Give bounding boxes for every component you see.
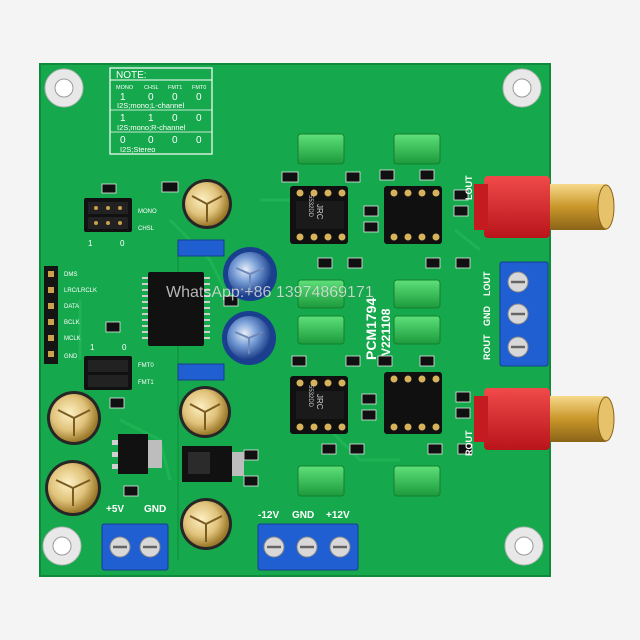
note-r1-v2: 0	[172, 92, 178, 103]
note-r2-v3: 0	[196, 113, 202, 124]
film-cap-green-7	[297, 465, 345, 497]
jumper-mono-chsl[interactable]	[84, 198, 132, 232]
mounting-hole-tr	[502, 68, 542, 108]
note-header-mono: MONO	[116, 85, 134, 91]
note-header-fmt0: FMT0	[192, 85, 206, 91]
note-table: NOTE: MONO CHSL FMT1 FMT0 1 0 0 0 I2S;mo…	[109, 67, 213, 155]
label-terminal-lout: LOUT	[482, 271, 492, 296]
label-power-pos12v: +12V	[326, 510, 350, 521]
label-fmt-one: 1	[90, 343, 95, 352]
note-r1-v3: 0	[196, 92, 202, 103]
film-cap-blue-2	[177, 363, 225, 381]
label-fmt1: FMT1	[138, 380, 154, 386]
film-cap-green-5	[297, 315, 345, 345]
note-r3-v2: 0	[172, 135, 178, 146]
pin-label-data: DATA	[64, 304, 79, 310]
film-cap-green-3	[297, 279, 345, 309]
note-r1-mode: I2S;mono;L-channel	[117, 101, 184, 110]
power-terminal-5v[interactable]	[101, 523, 169, 571]
capacitor-blue-1	[223, 247, 277, 301]
watermark-text: WhatsApp:+86 13974869171	[166, 284, 374, 301]
note-title: NOTE:	[116, 70, 147, 81]
label-power-neg12v: -12V	[258, 510, 279, 521]
note-r3-v0: 0	[120, 135, 126, 146]
film-cap-blue-1	[177, 239, 225, 257]
capacitor-gold-3	[47, 391, 101, 445]
note-r2-mode: I2S;mono;R-channel	[117, 123, 186, 132]
note-r2-v1: 1	[148, 113, 154, 124]
label-lout-top: LOUT	[464, 175, 474, 200]
note-r3-mode: I2S;Stereo	[120, 145, 155, 154]
film-cap-green-4	[393, 279, 441, 309]
mounting-hole-bl	[42, 526, 82, 566]
chip-model-label: PCM1794	[363, 298, 379, 360]
label-rout-bottom: ROUT	[464, 430, 474, 456]
opamp-part-1: 5532DD	[307, 195, 313, 218]
pin-label-gnd: GND	[64, 354, 78, 360]
label-mono: MONO	[138, 209, 157, 215]
capacitor-blue-2	[222, 311, 276, 365]
opamp-socket-bottom-right	[384, 372, 442, 434]
film-cap-green-6	[393, 315, 441, 345]
film-cap-green-1	[297, 133, 345, 165]
output-screw-terminal[interactable]	[499, 261, 549, 367]
dac-chip-pcm1794	[142, 272, 210, 346]
pcb-board	[40, 64, 550, 576]
label-terminal-rout: ROUT	[482, 334, 492, 360]
opamp-socket-top-left	[290, 186, 348, 244]
voltage-regulator-large	[182, 446, 244, 482]
capacitor-gold-1	[182, 179, 232, 229]
pin-label-mclk: MCLK	[64, 336, 81, 342]
capacitor-gold-4	[45, 460, 101, 516]
voltage-regulator-small	[112, 434, 162, 474]
pin-label-dms: DMS	[64, 272, 77, 278]
mounting-hole-br	[504, 526, 544, 566]
opamp-part-2: 5532DD	[307, 385, 313, 408]
label-power-gnd-right: GND	[292, 510, 314, 521]
note-header-fmt1: FMT1	[168, 85, 182, 91]
label-power-5v: +5V	[106, 504, 124, 515]
label-chsl: CHSL	[138, 226, 155, 232]
label-power-gnd-left: GND	[144, 504, 166, 515]
label-jumper-zero: 0	[120, 239, 125, 248]
signal-pin-header[interactable]	[44, 266, 58, 364]
opamp-brand-2: JRC	[315, 394, 324, 410]
note-r1-v1: 0	[148, 92, 154, 103]
label-jumper-one: 1	[88, 239, 93, 248]
label-terminal-gnd: GND	[482, 306, 492, 327]
film-cap-green-8	[393, 465, 441, 497]
label-fmt0: FMT0	[138, 363, 154, 369]
label-fmt-zero: 0	[122, 343, 127, 352]
note-r2-v2: 0	[172, 113, 178, 124]
note-header-chsl: CHSL	[144, 85, 159, 91]
jumper-fmt[interactable]	[84, 356, 132, 390]
note-r1-v0: 1	[120, 92, 126, 103]
pin-label-bclk: BCLK	[64, 320, 80, 326]
opamp-brand-1: JRC	[315, 204, 324, 220]
capacitor-gold-5	[180, 498, 232, 550]
power-terminal-12v[interactable]	[257, 523, 359, 571]
rca-jack-lout[interactable]	[474, 176, 615, 238]
note-r3-v3: 0	[196, 135, 202, 146]
chip-version-label: V221108	[379, 308, 393, 356]
film-cap-green-2	[393, 133, 441, 165]
opamp-socket-top-right	[384, 186, 442, 244]
opamp-socket-bottom-left	[290, 376, 348, 434]
capacitor-gold-2	[179, 386, 231, 438]
note-r3-v1: 0	[148, 135, 154, 146]
mounting-hole-tl	[44, 68, 84, 108]
pin-label-lrclk: LRC/LRCLK	[64, 288, 97, 294]
rca-jack-rout[interactable]	[474, 388, 615, 450]
smd-resistors	[101, 169, 473, 497]
note-r2-v0: 1	[120, 113, 126, 124]
